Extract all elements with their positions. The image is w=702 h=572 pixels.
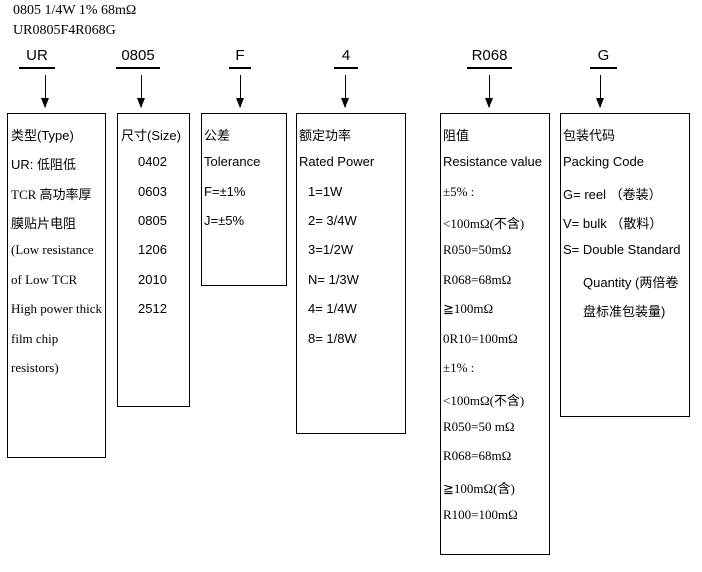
packing-option: G= reel （卷装）	[563, 187, 662, 202]
resistance-line: R050=50mΩ	[443, 242, 512, 257]
type-line: (Low resistance	[11, 242, 94, 257]
resistance-line: R068=68mΩ	[443, 272, 512, 287]
tolerance-line: Tolerance	[204, 154, 261, 169]
code-r068: R068	[471, 47, 508, 64]
size-option: 0603	[138, 184, 167, 199]
part-number-header: UR0805F4R068G	[13, 23, 116, 38]
power-title: 额定功率	[299, 128, 352, 143]
tolerance-option: J=±5%	[204, 213, 245, 228]
code-underline	[116, 67, 160, 69]
size-option: 1206	[138, 242, 167, 257]
code-underline	[590, 67, 617, 69]
size-option: 0402	[138, 154, 167, 169]
resistance-title: 阻值	[443, 128, 470, 143]
arrow-down-icon	[595, 75, 605, 108]
resistance-line: ≧100mΩ(含)	[443, 481, 515, 496]
spec-header: 0805 1/4W 1% 68mΩ	[13, 3, 137, 18]
resistance-line: R068=68mΩ	[443, 448, 512, 463]
arrow-down-icon	[40, 75, 50, 108]
resistance-line: Resistance value	[443, 154, 542, 169]
power-option: 3=1/2W	[308, 242, 354, 257]
tolerance-box	[201, 113, 287, 286]
tolerance-title: 公差	[204, 128, 231, 143]
type-line: of Low TCR	[11, 272, 78, 287]
packing-title: 包装代码	[563, 128, 616, 143]
type-line: TCR 高功率厚	[11, 187, 92, 202]
resistance-line: 0R10=100mΩ	[443, 331, 518, 346]
code-underline	[467, 67, 512, 69]
packing-line: Quantity (两倍卷	[583, 275, 679, 290]
code-f: F	[235, 47, 245, 64]
arrow-down-icon	[340, 75, 350, 108]
tolerance-option: F=±1%	[204, 184, 246, 199]
size-option: 0805	[138, 213, 167, 228]
power-box	[296, 113, 406, 434]
code-ur: UR	[26, 47, 48, 64]
packing-box	[560, 113, 690, 417]
arrow-down-icon	[136, 75, 146, 108]
power-option: 1=1W	[308, 184, 343, 199]
power-option: 2= 3/4W	[308, 213, 357, 228]
type-line: High power thick	[11, 301, 102, 316]
resistance-line: ±1% :	[443, 360, 475, 375]
code-underline	[229, 67, 251, 69]
type-box	[7, 113, 106, 458]
type-line: 膜贴片电阻	[11, 216, 77, 231]
code-4: 4	[341, 47, 351, 64]
power-option: 8= 1/8W	[308, 331, 357, 346]
code-0805: 0805	[121, 47, 155, 64]
size-option: 2010	[138, 272, 167, 287]
packing-line: Packing Code	[563, 154, 644, 169]
resistance-line: ±5% :	[443, 184, 475, 199]
resistance-line: R050=50 mΩ	[443, 419, 515, 434]
packing-option: V= bulk （散料）	[563, 216, 663, 231]
code-underline	[334, 67, 358, 69]
size-title: 尺寸(Size)	[121, 128, 181, 143]
arrow-down-icon	[235, 75, 245, 108]
packing-option: S= Double Standard	[563, 242, 681, 257]
resistance-line: <100mΩ(不含)	[443, 216, 525, 231]
power-option: N= 1/3W	[308, 272, 359, 287]
type-line: film chip	[11, 331, 59, 346]
type-line: UR: 低阻低	[11, 157, 77, 172]
power-option: 4= 1/4W	[308, 301, 357, 316]
arrow-down-icon	[484, 75, 494, 108]
packing-line: 盘标准包装量)	[583, 304, 666, 319]
type-title: 类型(Type)	[11, 128, 74, 143]
resistance-line: ≧100mΩ	[443, 301, 494, 316]
size-option: 2512	[138, 301, 167, 316]
type-line: resistors)	[11, 360, 59, 375]
code-g: G	[597, 47, 610, 64]
resistance-box	[440, 113, 550, 555]
code-underline	[19, 67, 55, 69]
resistance-line: <100mΩ(不含)	[443, 393, 525, 408]
power-line: Rated Power	[299, 154, 375, 169]
size-box	[117, 113, 190, 407]
resistance-line: R100=100mΩ	[443, 507, 518, 522]
